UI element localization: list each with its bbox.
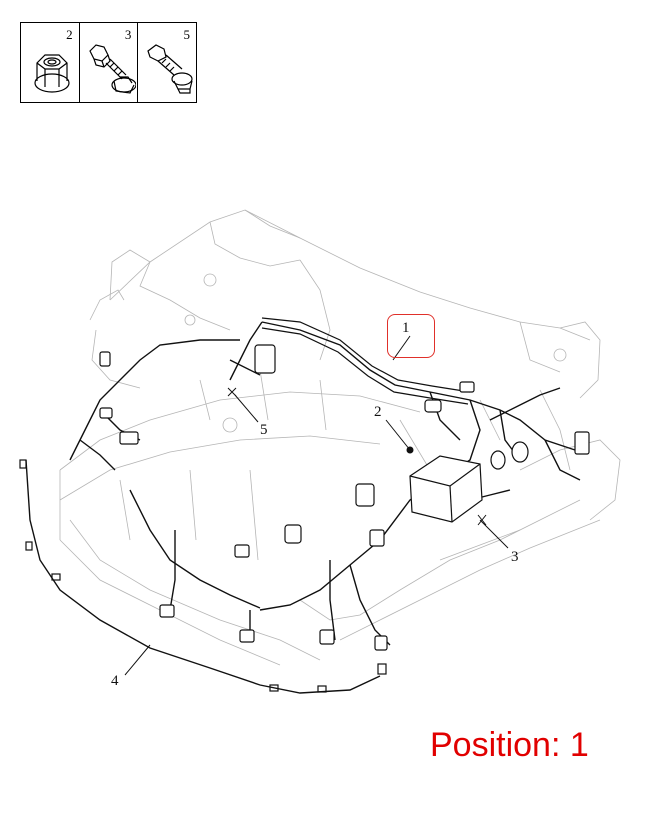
legend-number: 3 [124,27,132,42]
callout-1: 1 [402,320,410,336]
sensor-connectors [19,459,387,693]
callout-2: 2 [374,404,382,420]
flange-nut-icon [34,54,70,93]
legend-number: 2 [66,27,73,42]
hex-bolt-icon [88,44,136,94]
legend-cell-flange-bolt: 5 [138,23,196,102]
vehicle-body-outline [59,209,621,666]
callout-3: 3 [511,549,519,565]
callout-5: 5 [260,422,268,438]
fuse-box [99,344,590,651]
callout-1-highlight [387,314,435,358]
legend-cell-nut: 2 [21,23,80,102]
position-label: Position: 1 [430,726,589,764]
harness-wires [25,321,581,694]
legend-number: 5 [183,27,191,42]
callout-4: 4 [111,673,119,689]
flange-bolt-icon [147,44,193,94]
main-harness-trunk [261,317,471,405]
legend-cell-bolt: 3 [80,23,139,102]
fastener-legend: 2 3 5 [20,22,197,103]
callout-leaders [124,335,509,676]
